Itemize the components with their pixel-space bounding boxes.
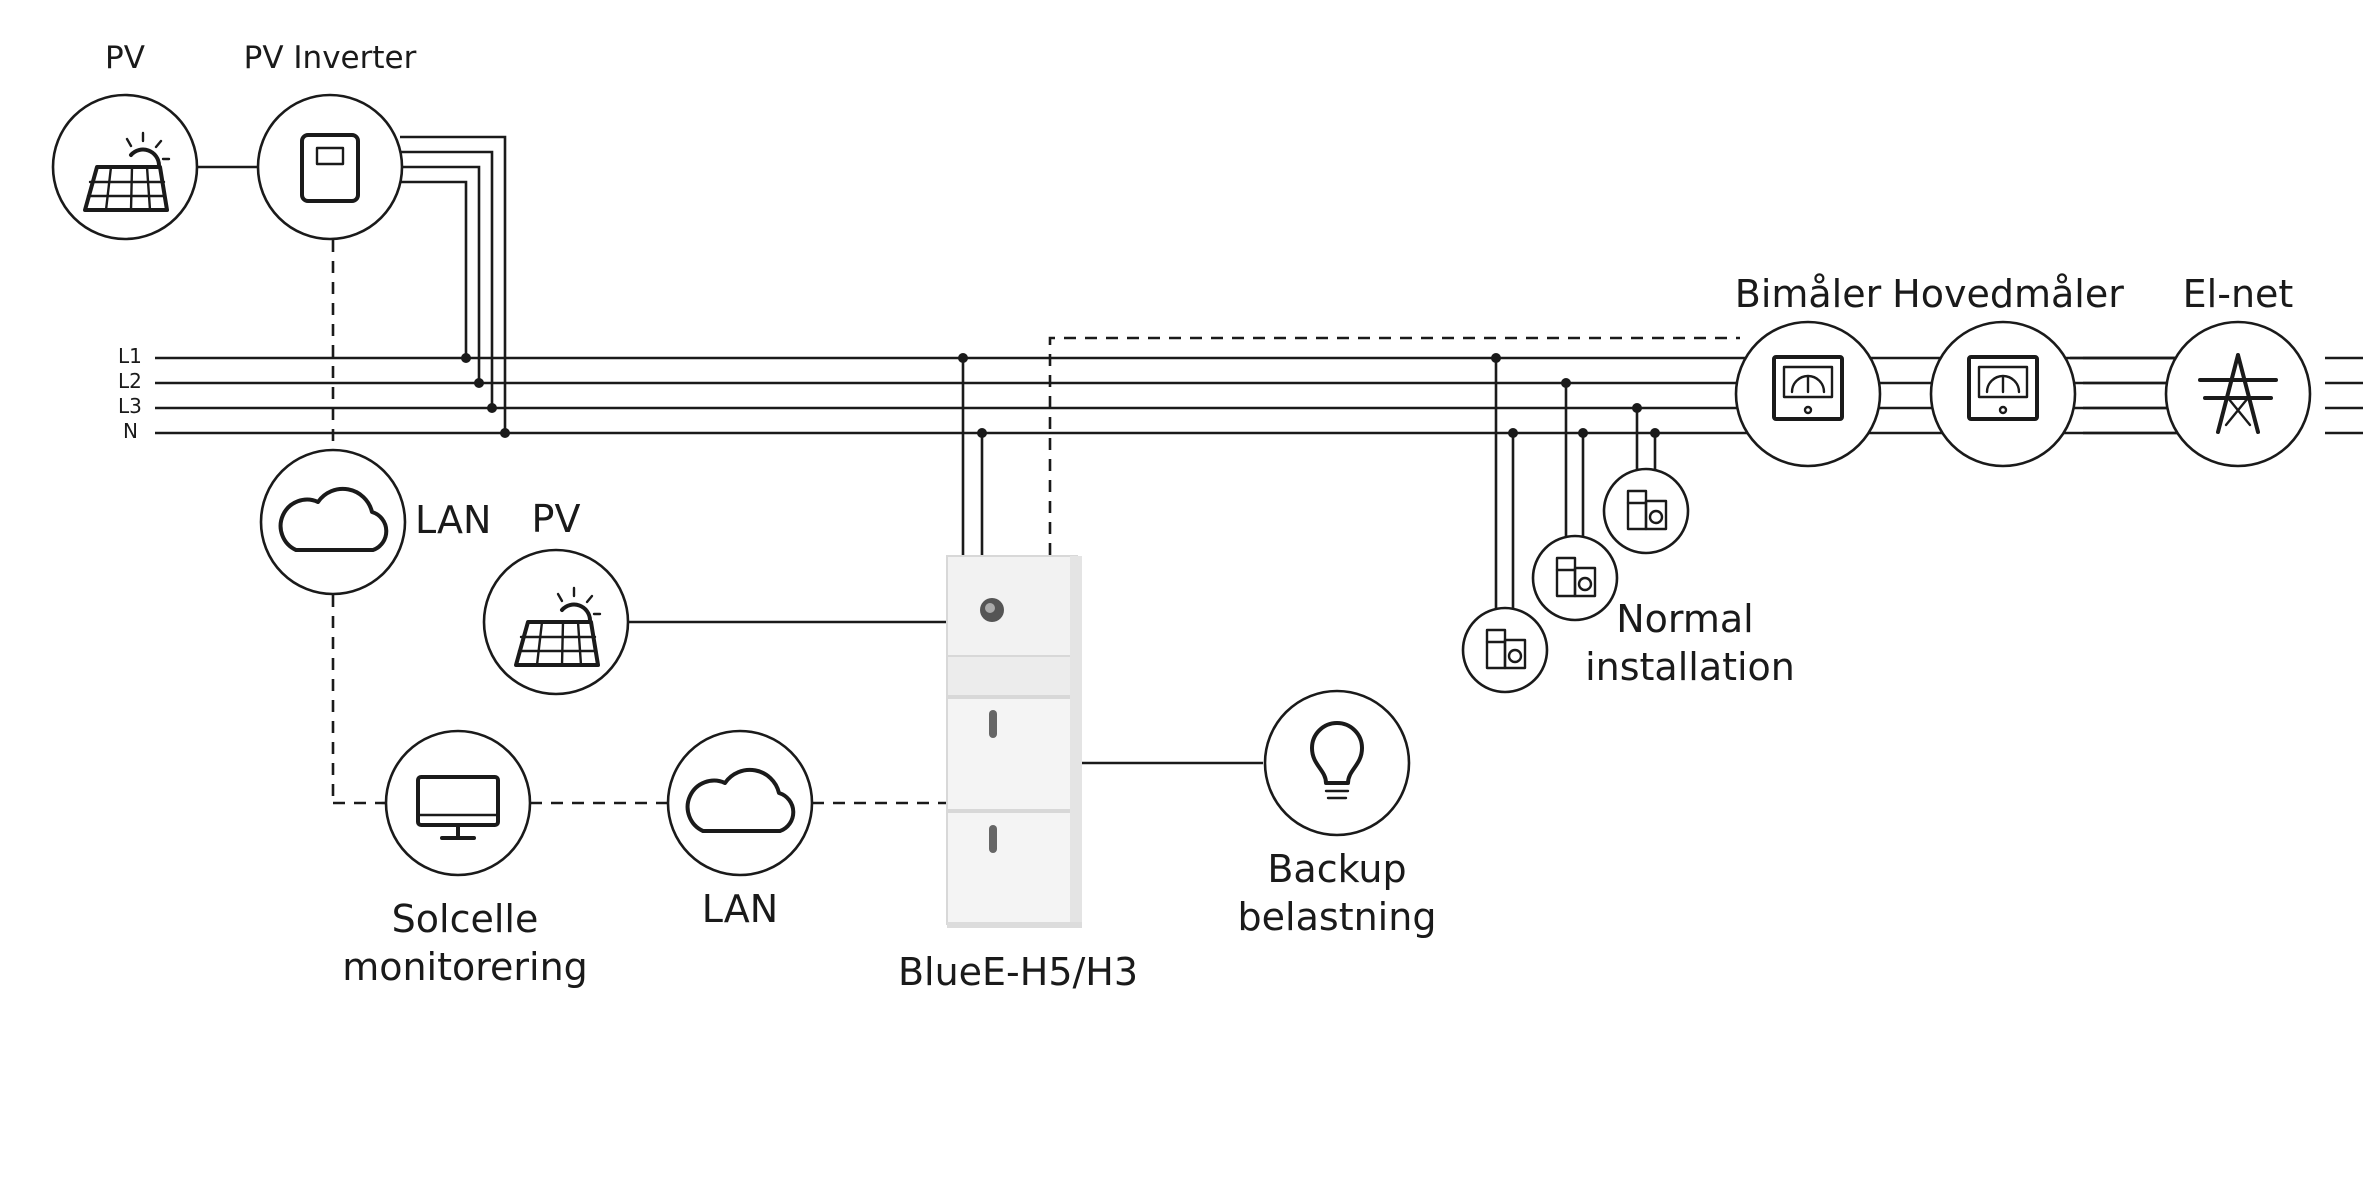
monitor-icon bbox=[416, 775, 500, 840]
bus-label-l2: L2 bbox=[118, 369, 142, 393]
lan-upper-node bbox=[259, 448, 407, 596]
meter-grid-links bbox=[2083, 356, 2183, 435]
power-pylon-icon bbox=[2198, 353, 2278, 434]
bus-label-l3: L3 bbox=[118, 394, 142, 418]
pv-top-node bbox=[51, 93, 199, 241]
light-bulb-icon bbox=[1310, 721, 1364, 800]
appliance-icon bbox=[1485, 628, 1527, 670]
monitoring-label-line1: Solcelle bbox=[392, 897, 539, 941]
appliance-node-2 bbox=[1531, 534, 1619, 622]
submeter-label: Bimåler bbox=[1735, 272, 1882, 316]
appliance-node-3 bbox=[1602, 467, 1690, 555]
lan-upper-label: LAN bbox=[415, 498, 491, 542]
meter-icon bbox=[1967, 355, 2039, 421]
pv-inverter-node bbox=[256, 93, 404, 241]
inverter-feed-lines bbox=[400, 135, 510, 438]
backup-label-line2: belastning bbox=[1238, 895, 1437, 939]
cloud-icon bbox=[278, 486, 389, 552]
grid-label: El-net bbox=[2183, 272, 2294, 316]
appliance-icon bbox=[1555, 556, 1597, 598]
backup-label-line1: Backup bbox=[1267, 847, 1406, 891]
main-meter-node bbox=[1929, 320, 2077, 468]
pv-top-label: PV bbox=[105, 40, 145, 76]
pv-lower-label: PV bbox=[532, 497, 581, 541]
inverter-icon bbox=[300, 133, 360, 203]
monitoring-label-line2: monitorering bbox=[342, 945, 588, 989]
bus-label-n: N bbox=[123, 419, 138, 443]
pv-inverter-label: PV Inverter bbox=[244, 40, 417, 76]
bus-label-l1: L1 bbox=[118, 344, 142, 368]
appliance-node-1 bbox=[1461, 606, 1549, 694]
submeter-node bbox=[1734, 320, 1882, 468]
communication-lines bbox=[331, 240, 1740, 805]
battery-bus-links bbox=[958, 353, 987, 560]
meter-icon bbox=[1772, 355, 1844, 421]
battery-unit bbox=[946, 555, 1082, 928]
backup-node bbox=[1263, 689, 1411, 837]
main-meter-label: Hovedmåler bbox=[1892, 272, 2124, 316]
normal-label-line1: Normal bbox=[1616, 597, 1754, 641]
monitoring-node bbox=[384, 729, 532, 877]
battery-label: BlueE-H5/H3 bbox=[898, 950, 1138, 994]
normal-label-line2: installation bbox=[1585, 645, 1795, 689]
appliance-icon bbox=[1626, 489, 1668, 531]
lan-lower-label: LAN bbox=[702, 887, 778, 931]
normal-installation-links bbox=[1491, 353, 1660, 610]
lan-lower-node bbox=[666, 729, 814, 877]
grid-node bbox=[2164, 320, 2312, 468]
pv-lower-node bbox=[482, 548, 630, 696]
solar-panel-icon bbox=[83, 131, 171, 212]
cloud-icon bbox=[685, 767, 796, 833]
solar-panel-icon bbox=[514, 586, 602, 667]
